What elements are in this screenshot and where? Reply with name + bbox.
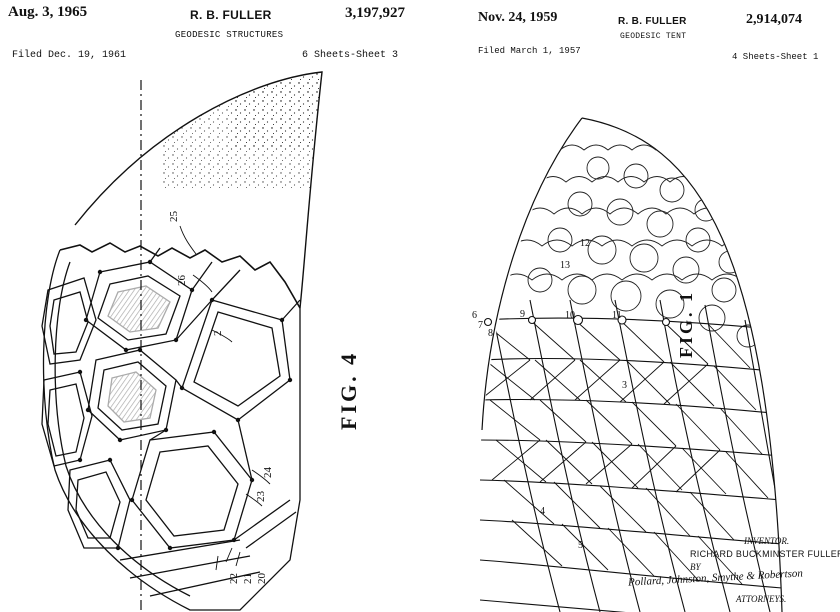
right-figure-label: FIG. 1 [676,289,696,358]
svg-text:4: 4 [540,506,545,517]
dome-surface [479,144,782,612]
left-patent-filed: Filed Dec. 19, 1961 [12,50,127,61]
numeral-25: 25 [168,211,180,222]
numeral-24: 24 [262,467,274,478]
numeral-22: 22 [228,573,240,584]
right-patent-number: 2,914,074 [746,12,802,27]
left-patent-sheets: 6 Sheets-Sheet 3 [302,50,399,61]
left-figure-leaders [179,225,271,571]
right-patent-title: GEODESIC TENT [620,32,687,41]
svg-text:7: 7 [478,320,483,331]
svg-text:10: 10 [565,310,575,321]
left-figure-4-drawing [41,71,323,612]
inventor-heading: INVENTOR. [744,536,790,546]
left-figure-label: FIG. 4 [336,350,361,430]
right-figure-1-drawing: 678 9 10 11 12 13 3 4 5 [472,117,783,612]
right-patent-sheets: 4 Sheets-Sheet 1 [732,52,819,62]
svg-text:8: 8 [488,328,493,339]
inventor-by: BY [690,562,701,572]
svg-text:11: 11 [612,310,622,321]
dome-outline [581,117,783,612]
numeral-2: 2 [212,330,224,337]
left-patent-inventor: R. B. FULLER [190,8,272,22]
frame-joints [77,259,293,551]
numeral-20: 20 [256,573,268,584]
svg-text:12: 12 [580,238,590,249]
right-figure-numerals: 678 9 10 11 12 13 3 4 5 [472,238,627,551]
inventor-full-name: RICHARD BUCKMINSTER FULLER [690,549,840,559]
svg-text:5: 5 [578,540,583,551]
right-patent-inventor: R. B. FULLER [618,16,687,27]
svg-text:13: 13 [560,260,570,271]
svg-text:6: 6 [472,310,477,321]
svg-text:3: 3 [622,380,627,391]
numeral-23: 23 [255,491,267,502]
numeral-21: 21 [242,573,254,584]
geodesic-frame [41,247,301,611]
attorneys-label: ATTORNEYS. [736,594,787,604]
left-patent-date: Aug. 3, 1965 [8,4,88,20]
numeral-26: 26 [176,275,188,286]
left-patent-title: GEODESIC STRUCTURES [175,30,284,40]
svg-text:9: 9 [520,309,525,320]
right-patent-date: Nov. 24, 1959 [478,10,558,25]
right-patent-filed: Filed March 1, 1957 [478,46,581,56]
dome-hubs [483,314,671,327]
left-patent-number: 3,197,927 [345,5,405,21]
